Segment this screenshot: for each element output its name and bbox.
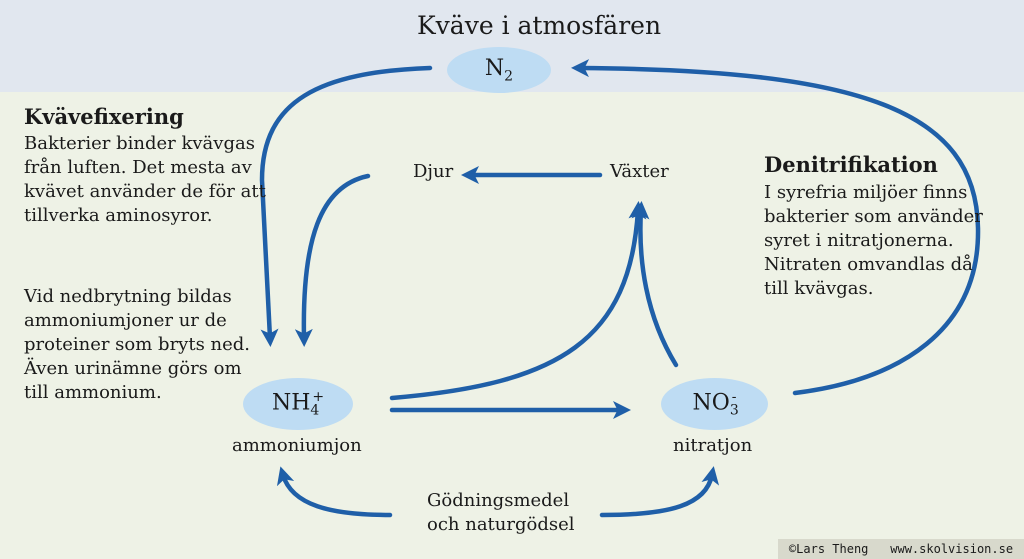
nitrate-label: nitratjon bbox=[673, 435, 753, 456]
fertilizer-label-line1: Gödningsmedel bbox=[427, 490, 570, 511]
arrow-nh4-to-plants bbox=[389, 201, 647, 401]
denitrification-line: syret i nitratjonerna. bbox=[764, 230, 954, 251]
node-n2: N2 bbox=[447, 47, 551, 93]
decomposition-line: Vid nedbrytning bildas bbox=[24, 286, 232, 307]
credit-text: ©Lars Theng bbox=[788, 542, 869, 556]
diagram-title: Kväve i atmosfären bbox=[417, 11, 662, 40]
denitrification-heading: Denitrifikation bbox=[764, 152, 938, 177]
decomposition-line: till ammonium. bbox=[24, 382, 162, 403]
ammonium-label: ammoniumjon bbox=[232, 435, 362, 456]
fixation-line: Bakterier binder kvävgas bbox=[24, 133, 255, 154]
fixation-heading: Kvävefixering bbox=[24, 104, 184, 129]
denitrification-line: I syrefria miljöer finns bbox=[764, 182, 968, 203]
arrow-fertilizer-to-nh4 bbox=[276, 466, 393, 518]
denitrification-line: bakterier som använder bbox=[764, 206, 983, 227]
denitrification-line: till kvävgas. bbox=[764, 278, 874, 299]
fixation-line: tillverka aminosyror. bbox=[24, 205, 213, 226]
fixation-line: kvävet använder de för att bbox=[24, 181, 266, 202]
fixation-line: från luften. Det mesta av bbox=[24, 157, 252, 178]
footer-credit-bar: ©Lars Theng www.skolvision.se bbox=[778, 539, 1024, 559]
arrow-no3-to-n2 bbox=[571, 59, 981, 396]
node-nitrate: NO3- bbox=[661, 378, 768, 430]
denitrification-line: Nitraten omvandlas då bbox=[764, 254, 973, 275]
plants-label: Växter bbox=[610, 161, 669, 182]
decomposition-line: proteiner som bryts ned. bbox=[24, 334, 251, 355]
arrow-animals-to-nh4 bbox=[294, 173, 371, 347]
animals-label: Djur bbox=[413, 161, 454, 182]
website-text: www.skolvision.se bbox=[890, 542, 1014, 556]
arrow-fertilizer-to-no3 bbox=[599, 466, 720, 518]
node-ammonium: NH4+ bbox=[243, 378, 353, 430]
arrow-no3-to-plants bbox=[631, 201, 679, 368]
decomposition-line: ammoniumjoner ur de bbox=[24, 310, 227, 331]
fertilizer-label-line2: och naturgödsel bbox=[427, 514, 575, 535]
decomposition-line: Även urinämne görs om bbox=[24, 358, 242, 379]
arrow-n2-to-nh4 bbox=[259, 65, 433, 347]
